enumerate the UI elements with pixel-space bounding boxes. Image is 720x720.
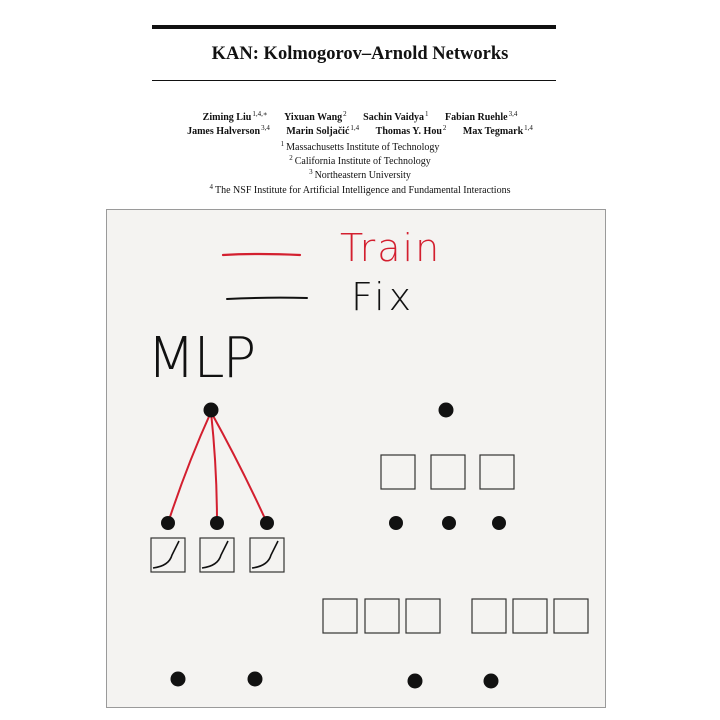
output-node xyxy=(438,402,454,418)
activation-curve xyxy=(152,540,180,569)
hidden-node xyxy=(260,516,274,530)
author: Max Tegmark1,4 xyxy=(462,124,533,137)
fix-legend-label: Fix xyxy=(351,275,415,319)
hidden-node xyxy=(389,516,403,530)
input-node xyxy=(170,671,186,687)
input-node xyxy=(407,673,423,689)
author: Marin Soljačić1,4 xyxy=(286,124,360,137)
hidden-node xyxy=(161,516,175,530)
author: Thomas Y. Hou2 xyxy=(375,124,447,137)
input-node xyxy=(483,673,499,689)
activation-box xyxy=(553,598,589,634)
activation-curve xyxy=(251,540,279,569)
authors-line-1: Ziming Liu1,4,∗ Yixuan Wang2 Sachin Vaid… xyxy=(0,110,720,123)
activation-box xyxy=(405,598,441,634)
paper-title: KAN: Kolmogorov–Arnold Networks xyxy=(211,44,509,64)
activation-box xyxy=(380,454,416,490)
train-edge xyxy=(210,411,218,524)
activation-box xyxy=(430,454,466,490)
output-node xyxy=(203,402,219,418)
activation-box xyxy=(471,598,507,634)
title-top-rule xyxy=(152,25,556,29)
activation-curve xyxy=(201,540,229,569)
hidden-node xyxy=(492,516,506,530)
activation-box xyxy=(249,537,285,573)
activation-box xyxy=(479,454,515,490)
activation-box xyxy=(199,537,235,573)
train-legend-label: Train xyxy=(340,226,441,270)
fix-legend-line xyxy=(226,296,308,300)
input-node xyxy=(247,671,263,687)
activation-box xyxy=(322,598,358,634)
authors-line-2: James Halverson3,4 Marin Soljačić1,4 Tho… xyxy=(0,124,720,137)
figure-drawing: Train Fix MLP xyxy=(147,226,589,689)
hidden-node xyxy=(442,516,456,530)
mlp-label: MLP xyxy=(147,326,254,391)
author: Fabian Ruehle3,4 xyxy=(445,110,518,123)
train-edge xyxy=(167,411,212,524)
figure-panel: Train Fix MLP xyxy=(106,209,606,708)
author: Ziming Liu1,4,∗ xyxy=(202,110,268,123)
activation-box xyxy=(150,537,186,573)
hidden-node xyxy=(210,516,224,530)
author: Yixuan Wang2 xyxy=(284,110,347,123)
author: James Halverson3,4 xyxy=(187,124,270,137)
title-bottom-rule xyxy=(152,80,556,81)
train-edge xyxy=(210,411,268,524)
train-legend-line xyxy=(221,252,302,257)
author: Sachin Vaidya1 xyxy=(363,110,429,123)
activation-box xyxy=(512,598,548,634)
activation-box xyxy=(364,598,400,634)
